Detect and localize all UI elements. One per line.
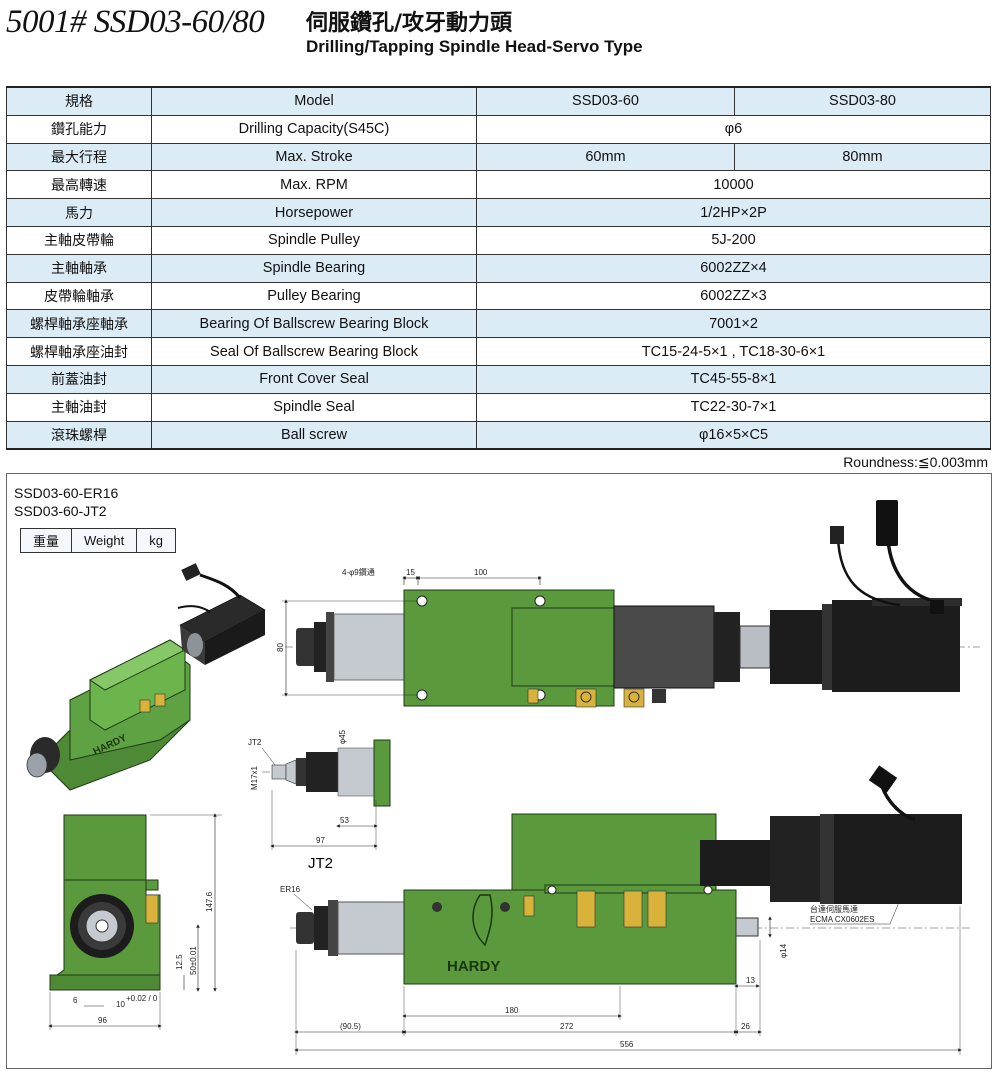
dim-556: 556 bbox=[620, 1040, 634, 1049]
dim-100: 100 bbox=[474, 568, 488, 577]
end-view: 147.6 50±0.01 12.5 6 10 +0.02 / 0 96 bbox=[48, 813, 222, 1030]
dim-45: φ45 bbox=[338, 729, 347, 744]
spec-cell: 60mm bbox=[476, 142, 735, 172]
spec-cell: Drilling Capacity(S45C) bbox=[151, 114, 477, 144]
motor-cn: 台達伺服馬達 bbox=[810, 904, 858, 914]
dim-53: 53 bbox=[340, 816, 349, 825]
model-title: 5001# SSD03-60/80 bbox=[6, 4, 265, 40]
spec-cell: Spindle Bearing bbox=[151, 253, 477, 283]
weight-en: Weight bbox=[71, 528, 138, 553]
spec-cell: TC22-30-7×1 bbox=[476, 392, 991, 422]
model-list: SSD03-60-ER16 SSD03-60-JT2 bbox=[14, 484, 118, 520]
spec-cell: 主軸軸承 bbox=[6, 253, 152, 283]
motor-en: ECMA CX0602ES bbox=[810, 915, 874, 924]
dim-80: 80 bbox=[276, 643, 285, 652]
dim-90: (90.5) bbox=[340, 1022, 361, 1031]
dim-50: 50±0.01 bbox=[189, 946, 198, 975]
dim-26: 26 bbox=[741, 1022, 750, 1031]
spec-cell: Front Cover Seal bbox=[151, 364, 477, 394]
spec-cell: 6002ZZ×4 bbox=[476, 253, 991, 283]
dim-96: 96 bbox=[98, 1016, 107, 1025]
spec-cell: 主軸油封 bbox=[6, 392, 152, 422]
spec-cell: Ball screw bbox=[151, 420, 477, 450]
dim-m17: M17x1 bbox=[250, 765, 259, 790]
spec-cell: Seal Of Ballscrew Bearing Block bbox=[151, 337, 477, 366]
weight-unit: kg bbox=[136, 528, 176, 553]
header-cell: SSD03-80 bbox=[734, 86, 991, 116]
weight-cn: 重量 bbox=[19, 528, 73, 553]
side-view: HARDY ER16 台達伺服馬達 ECMA CX0602ES φ14 13 1… bbox=[280, 765, 970, 1055]
spec-cell: 鑽孔能力 bbox=[6, 114, 152, 144]
dim-10: 10 bbox=[116, 1000, 125, 1009]
spec-cell: 7001×2 bbox=[476, 309, 991, 339]
spec-cell: 最大行程 bbox=[6, 142, 152, 172]
dim-6: 6 bbox=[73, 996, 78, 1005]
isometric-view: HARDY bbox=[26, 563, 266, 791]
dim-180: 180 bbox=[505, 1006, 519, 1015]
dim-15: 15 bbox=[406, 568, 415, 577]
weight-table: 重量 Weight kg bbox=[19, 528, 176, 553]
header-cell: Model bbox=[151, 86, 477, 116]
jt2-tag: JT2 bbox=[248, 738, 262, 747]
spec-cell: 5J-200 bbox=[476, 225, 991, 255]
header-cell: 規格 bbox=[6, 86, 152, 116]
model-jt2: SSD03-60-JT2 bbox=[14, 503, 107, 519]
jt2-view: JT2 M17x1 φ45 53 97 JT2 bbox=[248, 729, 391, 872]
holes-label: 4-φ9鑽通 bbox=[342, 567, 375, 577]
jt2-caption: JT2 bbox=[308, 855, 333, 872]
spec-cell: 6002ZZ×3 bbox=[476, 281, 991, 311]
spec-cell: 最高轉速 bbox=[6, 170, 152, 200]
spec-header-row: 規格 Model SSD03-60 SSD03-80 bbox=[6, 86, 991, 116]
spec-cell: Spindle Seal bbox=[151, 392, 477, 422]
spec-cell: φ16×5×C5 bbox=[476, 420, 991, 450]
spec-cell: Max. RPM bbox=[151, 170, 477, 200]
spec-cell: TC15-24-5×1 , TC18-30-6×1 bbox=[476, 337, 991, 366]
spec-cell: 前蓋油封 bbox=[6, 364, 152, 394]
model-er16: SSD03-60-ER16 bbox=[14, 485, 119, 501]
spec-cell: φ6 bbox=[476, 114, 991, 144]
dim-10-tol: +0.02 / 0 bbox=[126, 994, 158, 1003]
dim-97: 97 bbox=[316, 836, 325, 845]
spec-cell: 80mm bbox=[734, 142, 991, 172]
title-english: Drilling/Tapping Spindle Head-Servo Type bbox=[306, 37, 643, 56]
dim-272: 272 bbox=[560, 1022, 574, 1031]
header-cell: SSD03-60 bbox=[476, 86, 735, 116]
title-chinese: 伺服鑽孔/攻牙動力頭 bbox=[306, 11, 513, 36]
side-brand: HARDY bbox=[447, 958, 500, 975]
dim-14: φ14 bbox=[779, 943, 788, 958]
spec-cell: 皮帶輪軸承 bbox=[6, 281, 152, 311]
top-view: 4-φ9鑽通 15 100 80 bbox=[276, 500, 980, 708]
spec-cell: 滾珠螺桿 bbox=[6, 420, 152, 450]
spec-cell: Bearing Of Ballscrew Bearing Block bbox=[151, 309, 477, 339]
dim-147: 147.6 bbox=[205, 891, 214, 912]
spec-cell: 1/2HP×2P bbox=[476, 198, 991, 227]
roundness-note: Roundness:≦0.003mm bbox=[843, 454, 988, 470]
dim-13: 13 bbox=[746, 976, 755, 985]
spec-cell: Pulley Bearing bbox=[151, 281, 477, 311]
dim-12: 12.5 bbox=[175, 954, 184, 970]
spec-cell: 主軸皮帶輪 bbox=[6, 225, 152, 255]
er16-tag: ER16 bbox=[280, 885, 301, 894]
